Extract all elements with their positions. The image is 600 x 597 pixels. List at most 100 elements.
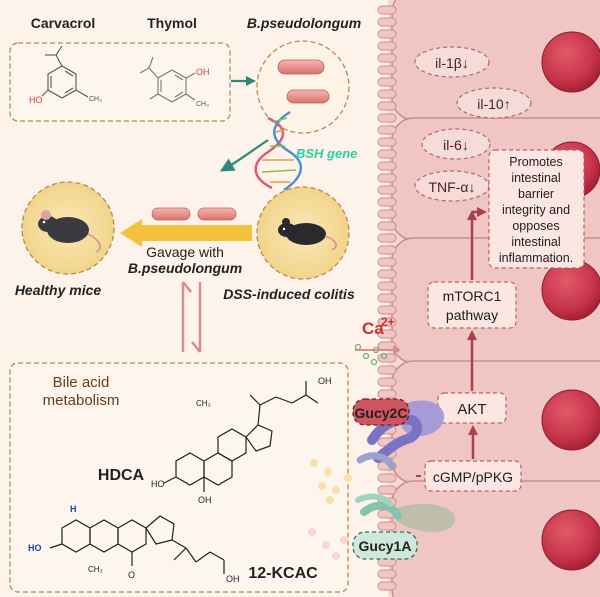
microvillus [377,161,397,171]
microvillus [377,581,397,591]
microvillus [377,17,397,27]
hdca-ch3: CH₃ [196,399,211,408]
bile-acid-panel: Bile acid metabolism HDCA 12-KCAC HO OH … [9,362,349,593]
calcium-ions: Ca 2+ [354,315,401,366]
pathway-arrows [467,207,487,459]
microvillus [377,257,397,267]
effect-line: inflammation. [499,251,573,265]
cgmp-box: cGMP/pPKG [424,460,522,492]
kcac-o: O [128,570,135,580]
akt-box: AKT [437,392,507,424]
healthy-mouse-panel: Healthy mice [15,181,115,298]
calcium-sup: 2+ [381,315,395,329]
bsh-gene-label: BSH gene [296,146,357,161]
hdca-oh: OH [198,495,212,505]
microvillus [377,137,397,147]
microvillus [377,377,397,387]
carvacrol-ch3: CH₃ [89,96,102,103]
thymol-structure [139,56,196,103]
cgmp-label: cGMP/pPKG [433,469,513,485]
healthy-label: Healthy mice [15,282,102,298]
microvillus [377,281,397,291]
effect-box: Promotes intestinal barrier integrity an… [488,149,585,269]
gavage-bacteria-label: B.pseudolongum [128,260,242,276]
gucy1a-label: Gucy1A [359,538,412,554]
gucy2c-receptor: Gucy2C [352,398,445,470]
gucy2c-label: Gucy2C [355,405,408,421]
kcac-ch3: CH₃ [88,565,103,574]
kcac-ho: HO [28,543,42,553]
microvillus [377,329,397,339]
microvillus [377,101,397,111]
microvillus [377,149,397,159]
microvillus [377,233,397,243]
microvillus [377,77,397,87]
microvillus [377,53,397,63]
thymol-ch3: CH₃ [196,101,209,108]
thymol-label: Thymol [147,15,197,31]
microvillus [377,485,397,495]
gavage-label: Gavage with [146,244,224,260]
effect-line: intestinal [511,171,560,185]
hdca-cooh: OH [318,376,332,386]
effect-line: intestinal [511,235,560,249]
arrow-compounds-to-bacteria [231,76,256,86]
colitis-mouse-panel: DSS-induced colitis [223,186,355,302]
dna-helix-icon [254,110,303,192]
nucleus [541,31,600,93]
microvillus [377,521,397,531]
bile-acid-particles [308,459,352,560]
compounds-panel: Carvacrol Thymol HO CH₃ [9,15,231,122]
bacteria-panel: B.pseudolongum [247,15,361,134]
microvillus [377,221,397,231]
microvillus [377,5,397,15]
cytokine-label: il-6↓ [443,137,469,153]
cytokine-label: il-10↑ [477,96,510,112]
microvillus [377,365,397,375]
carvacrol-label: Carvacrol [31,15,96,31]
microvillus [377,209,397,219]
microvillus [377,317,397,327]
microvillus [377,245,397,255]
mtorc1-box: mTORC1 pathway [427,281,517,329]
microvillus [377,293,397,303]
microvillus [377,389,397,399]
microvillus [377,269,397,279]
microvillus [377,173,397,183]
mouse-icon [278,218,337,251]
microvillus [377,305,397,315]
carvacrol-oh: HO [29,95,43,105]
cytokine-il1b: il-1β↓ [414,46,490,78]
gucy1a-receptor: Gucy1A [352,493,456,560]
effect-line: Promotes [509,155,563,169]
hdca-structure [163,381,319,492]
microvillus [377,185,397,195]
nucleus [541,389,600,451]
microvillus [377,89,397,99]
equilibrium-arrows [181,281,202,353]
nucleus [541,509,600,571]
kcac-h: H [70,504,77,514]
cytokine-label: il-1β↓ [435,55,469,71]
bacteria-label: B.pseudolongum [247,15,361,31]
thymol-oh: OH [196,67,210,77]
microvillus [377,41,397,51]
mtorc1-label-2: pathway [446,307,498,323]
effect-line: barrier [518,187,554,201]
microvillus [377,197,397,207]
kcac-structure [49,515,225,574]
bacteria-rod [277,59,330,104]
cytokine-tnfa: TNF-α↓ [414,170,490,202]
arrow-gene-to-mouse [219,139,269,172]
microvillus [377,353,397,363]
colitis-label: DSS-induced colitis [223,286,355,302]
bile-title: Bile acid [53,374,110,391]
microvillus [377,65,397,75]
mtorc1-label: mTORC1 [443,288,502,304]
cytokine-label: TNF-α↓ [429,179,476,195]
effect-line: opposes [512,219,559,233]
microvillus [377,473,397,483]
nucleus [541,259,600,321]
